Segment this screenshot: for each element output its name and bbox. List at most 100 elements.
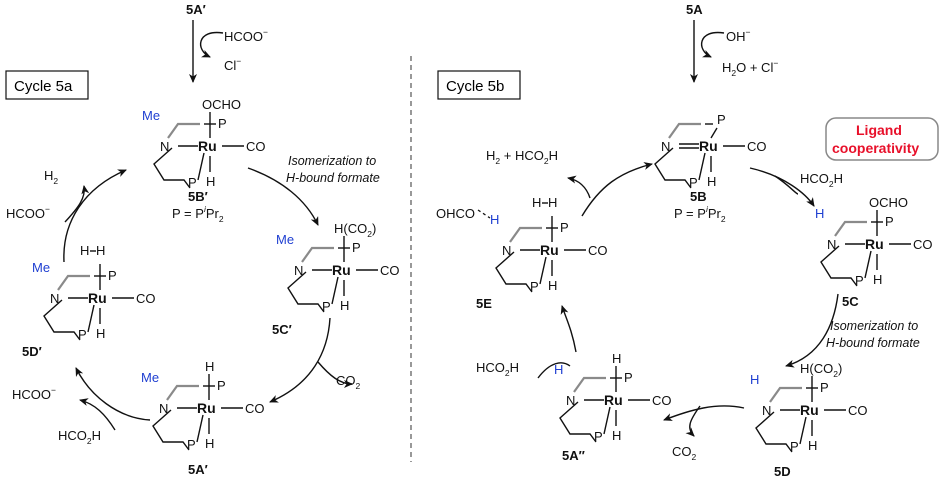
svg-text:CO: CO [588,243,608,258]
svg-text:Me: Me [141,370,159,385]
label-5B: 5B [690,189,707,204]
svg-text:OCHO: OCHO [869,195,908,210]
entry-reagent-hydroxide: OH− [726,27,751,44]
label-5D: 5D [774,464,791,479]
methyl-label: Me [142,108,160,123]
entry-5A-prime-label: 5A′ [186,2,206,17]
formic-acid-in-curl-5b [774,175,799,195]
formic-acid-in-curl-5b-2 [537,362,571,379]
complex-5A-prime: Ru N CO P P H H Me [141,359,265,452]
p-definition-5b: P = PiPr2 [674,204,726,224]
svg-text:H: H [490,212,499,227]
complex-5D-prime: Ru N CO P P H H H Me [32,243,156,342]
svg-text:P: P [187,437,196,452]
co2-out-5a: CO2 [336,373,361,391]
svg-text:H: H [205,436,214,451]
formate-out-5a: HCOO− [12,385,56,402]
svg-text:Me: Me [276,232,294,247]
formate-in-5a: HCOO− [6,204,50,221]
svg-text:H: H [340,298,349,313]
svg-text:Ru: Ru [540,242,559,258]
svg-text:P: P [885,214,894,229]
svg-text:H: H [206,174,215,189]
arrow-5B-to-5C [749,167,815,207]
svg-text:P: P [108,268,117,283]
label-5B-prime: 5B′ [188,189,208,204]
label-5D-prime: 5D′ [22,344,42,359]
formate-anion-5E: OHCO [436,206,475,221]
co2-out-5b: CO2 [672,444,697,462]
svg-text:P: P [322,299,331,314]
cycle-5a-title-box [5,70,89,100]
svg-text:P: P [594,429,603,444]
svg-text:P: P [717,112,726,127]
arrow-5D-to-5A-double-prime [663,405,745,421]
svg-text:Ru: Ru [88,290,107,306]
svg-text:H: H [548,278,557,293]
complex-5D: Ru N CO P P H H H(CO2) [750,361,868,454]
hco2-ligand: H(CO2) [334,221,376,239]
svg-text:P: P [217,378,226,393]
entry-byproduct-chloride: Cl− [224,56,241,73]
complex-5C-prime: Ru N CO P P H Me H(CO2) [276,221,400,314]
arrow-5C-to-5A-prime [269,317,331,403]
svg-text:P: P [352,240,361,255]
svg-text:Me: Me [32,260,50,275]
svg-text:CO: CO [913,237,933,252]
svg-text:H: H [96,243,105,258]
svg-text:Ru: Ru [699,138,718,154]
svg-text:CO: CO [245,401,265,416]
callout-line-1: Ligand [856,122,902,138]
entry-reagent-formate: HCOO− [224,27,268,44]
formic-acid-in-5b-2: HCO2H [476,360,519,378]
isomerization-text-5a-2: H-bound formate [286,171,380,185]
svg-text:CO: CO [246,139,266,154]
complex-5C: Ru N CO P P H H OCHO [815,195,933,288]
entry-byproduct-5b: H2O + Cl− [722,58,778,78]
complex-5B: Ru N CO P P H [654,112,767,190]
svg-text:P: P [530,279,539,294]
svg-text:Ru: Ru [332,262,351,278]
svg-text:H: H [612,428,621,443]
cycle-5b: Cycle 5b 5A OH− H2O + Cl− Ligand coopera… [436,2,939,479]
svg-text:H: H [532,195,541,210]
complex-5A-double-prime: Ru N CO P P H H H [554,351,672,444]
svg-text:Ru: Ru [197,400,216,416]
isomerization-text-5a-1: Isomerization to [288,154,376,168]
svg-text:N: N [50,291,59,306]
p-definition-5a: P = PiPr2 [172,204,224,224]
label-5A-double-prime: 5A″ [562,448,585,463]
arrow-5A-to-5D-prime [75,367,151,421]
label-5C: 5C [842,294,859,309]
formate-release-curl-5a [79,398,116,431]
svg-text:H: H [205,359,214,374]
svg-text:N: N [502,243,511,258]
h2-out-5a: H2 [44,168,58,186]
svg-text:CO: CO [747,139,767,154]
ligand-cooperativity-callout [825,117,939,161]
arrow-5C-to-5D [785,293,839,368]
h2-release-curl-5a [64,185,90,223]
label-5C-prime: 5C′ [272,322,292,337]
cycle-5b-title: Cycle 5b [446,78,504,95]
arrow-5A-double-prime-to-5E [560,305,577,353]
products-out-5b: H2 + HCO2H [486,148,558,166]
svg-text:Ru: Ru [604,392,623,408]
arrow-5D-to-5B-prime [63,169,127,263]
cycle-5a-title: Cycle 5a [14,78,73,95]
svg-text:H: H [612,351,621,366]
svg-text:H: H [707,174,716,189]
svg-text:P: P [689,175,698,190]
label-5E: 5E [476,296,492,311]
svg-text:Ru: Ru [800,402,819,418]
isomerization-text-5b-2: H-bound formate [826,336,920,350]
label-5A-prime-bottom: 5A′ [188,462,208,477]
svg-text:CO: CO [136,291,156,306]
complex-5B-prime: Ru N CO P P H Me OCHO [142,97,266,190]
formic-acid-in-5b: HCO2H [800,171,843,189]
svg-text:H: H [554,362,563,377]
complex-5E: Ru N CO P P H H H H [477,195,608,294]
isomerization-text-5b-1: Isomerization to [830,319,918,333]
product-release-curl-5b [567,175,591,199]
